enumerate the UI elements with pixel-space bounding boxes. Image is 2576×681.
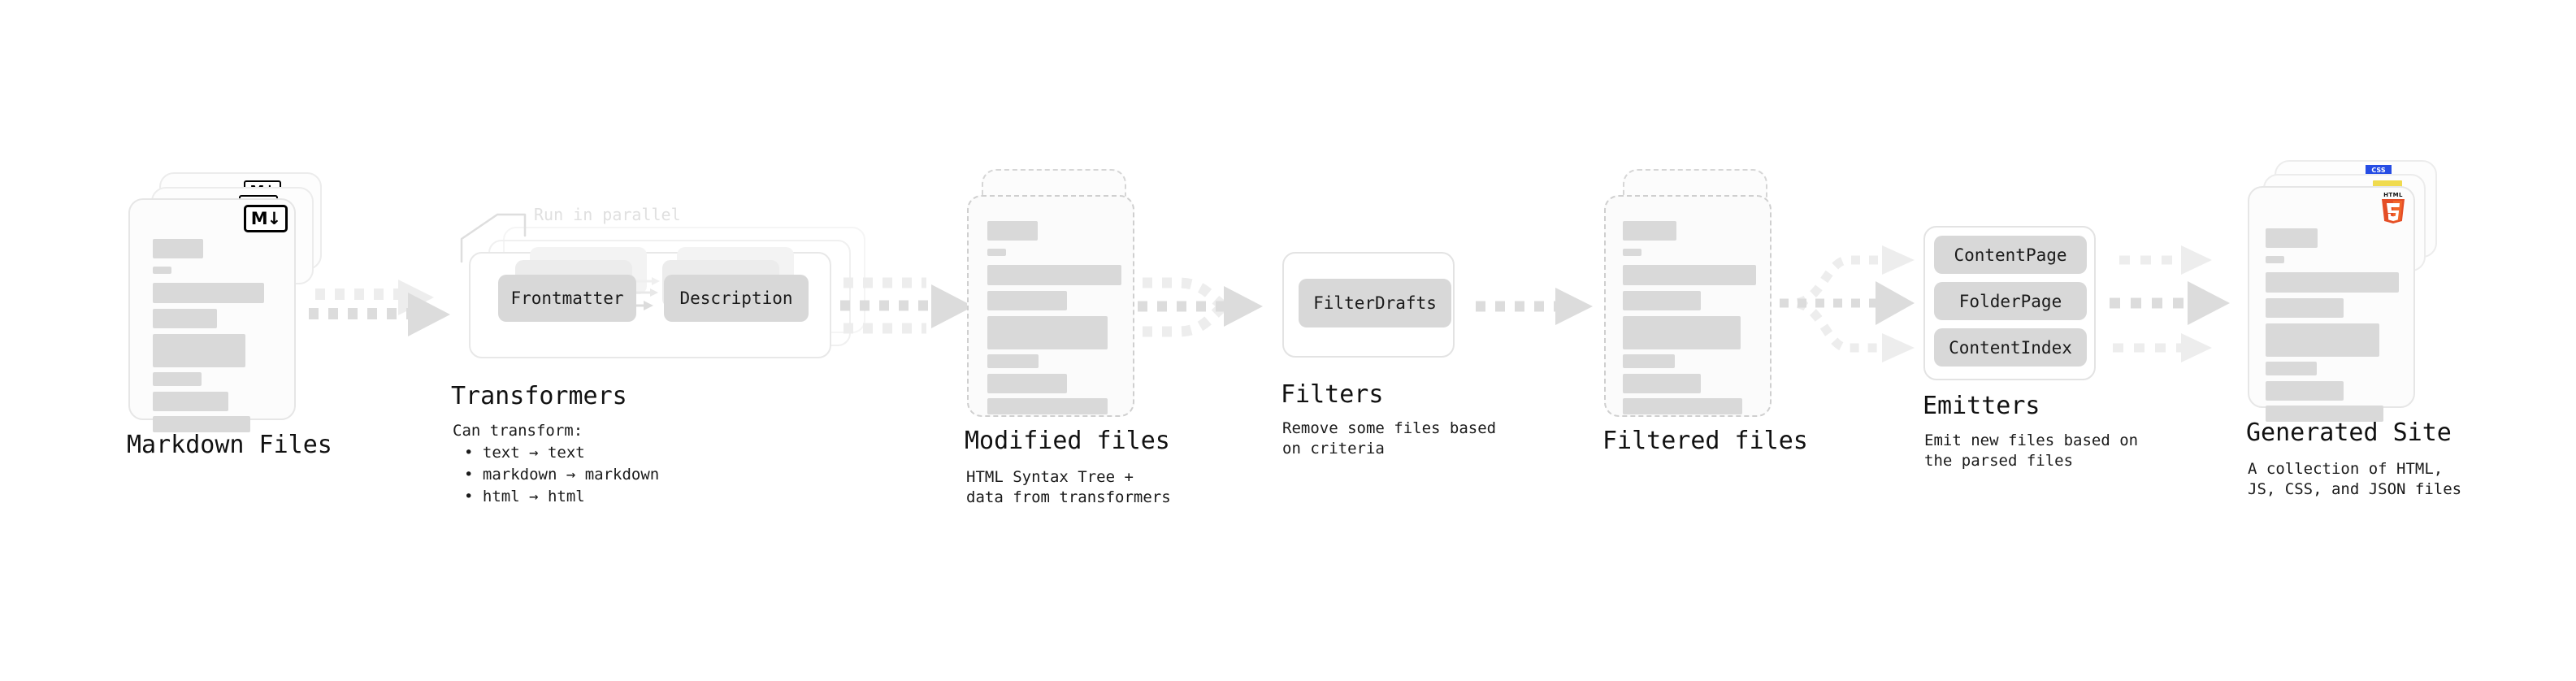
- doc-bar: [2266, 298, 2344, 318]
- svg-text:HTML: HTML: [2383, 192, 2403, 198]
- doc-bar: [2266, 362, 2317, 375]
- stage-subtitle-emitters: Emit new files based on the parsed files: [1924, 432, 2139, 470]
- doc-bar: [2266, 228, 2318, 248]
- doc-bar: [2266, 272, 2399, 293]
- doc-bar: [987, 374, 1067, 393]
- doc-bar: [1623, 316, 1741, 349]
- doc-bar: [987, 221, 1038, 241]
- doc-bar: [1623, 249, 1641, 256]
- stage-subtitle-filters: Remove some files based on criteria: [1282, 419, 1497, 458]
- filtered-doc-front: [1604, 195, 1772, 417]
- connector-filters-to-filtered: [1476, 288, 1593, 325]
- pill-frontmatter[interactable]: Frontmatter: [498, 275, 636, 322]
- doc-bar: [153, 416, 250, 432]
- transformers-bullet-1: • markdown → markdown: [464, 466, 660, 484]
- pill-contentindex[interactable]: ContentIndex: [1934, 328, 2087, 367]
- stage-title-modified-files: Modified files: [965, 427, 1170, 455]
- stage-title-markdown-files: Markdown Files: [127, 431, 332, 459]
- pill-folderpage[interactable]: FolderPage: [1934, 282, 2087, 320]
- transformers-bullet-0: • text → text: [464, 444, 585, 462]
- doc-bar: [1623, 374, 1701, 393]
- pill-description[interactable]: Description: [664, 275, 809, 322]
- stage-subtitle-modified-files: HTML Syntax Tree + data from transformer…: [966, 468, 1171, 506]
- doc-bar: [153, 372, 202, 386]
- doc-bar: [153, 392, 228, 411]
- doc-bar: [2266, 381, 2344, 401]
- doc-bar: [153, 283, 264, 303]
- doc-bar: [2266, 323, 2379, 357]
- markdown-doc-front: [128, 198, 296, 432]
- doc-bar: [1623, 291, 1701, 310]
- doc-bar: [153, 239, 203, 258]
- doc-bar: [1623, 221, 1676, 241]
- doc-bar: [1623, 265, 1756, 285]
- connector-transformers-to-modified: [840, 277, 974, 334]
- html5-icon: HTML: [2382, 192, 2405, 223]
- stage-subtitle-transformers: Can transform:: [453, 422, 583, 440]
- doc-bar: [1623, 398, 1742, 414]
- stage-title-filtered-files: Filtered files: [1602, 427, 1808, 455]
- doc-bar: [987, 398, 1108, 414]
- doc-bar: [153, 334, 245, 367]
- doc-bar: [987, 316, 1108, 349]
- stage-title-transformers: Transformers: [451, 382, 627, 410]
- stage-title-filters: Filters: [1281, 380, 1384, 409]
- doc-bar: [2266, 256, 2284, 263]
- transformers-bullet-2: • html → html: [464, 488, 585, 505]
- css-icon: CSS: [2366, 165, 2392, 176]
- stage-subtitle-generated-site: A collection of HTML, JS, CSS, and JSON …: [2248, 460, 2462, 498]
- doc-bar: [987, 249, 1006, 256]
- css-icon-label: CSS: [2371, 167, 2386, 174]
- run-in-parallel-bracket: [460, 213, 527, 263]
- connector-md-to-transformers: [309, 280, 450, 336]
- markdown-icon: M↓: [244, 205, 288, 232]
- stage-title-emitters: Emitters: [1923, 392, 2040, 420]
- doc-bar: [153, 267, 171, 274]
- doc-bar: [1623, 354, 1675, 368]
- doc-bar: [987, 291, 1067, 310]
- pill-contentpage[interactable]: ContentPage: [1934, 236, 2087, 274]
- connector-filtered-to-emitters: [1780, 245, 1915, 362]
- connector-emitters-to-site: [2110, 245, 2230, 362]
- connector-modified-to-filters: [1138, 277, 1263, 337]
- doc-bar: [987, 354, 1039, 368]
- pill-filterdrafts[interactable]: FilterDrafts: [1299, 279, 1451, 327]
- doc-bar: [987, 265, 1121, 285]
- doc-bar: [2266, 406, 2383, 422]
- site-doc-front: [2248, 186, 2415, 422]
- stage-title-generated-site: Generated Site: [2246, 419, 2452, 447]
- modified-doc-front: [967, 195, 1134, 417]
- run-in-parallel-label: Run in parallel: [534, 205, 681, 224]
- doc-bar: [153, 309, 217, 328]
